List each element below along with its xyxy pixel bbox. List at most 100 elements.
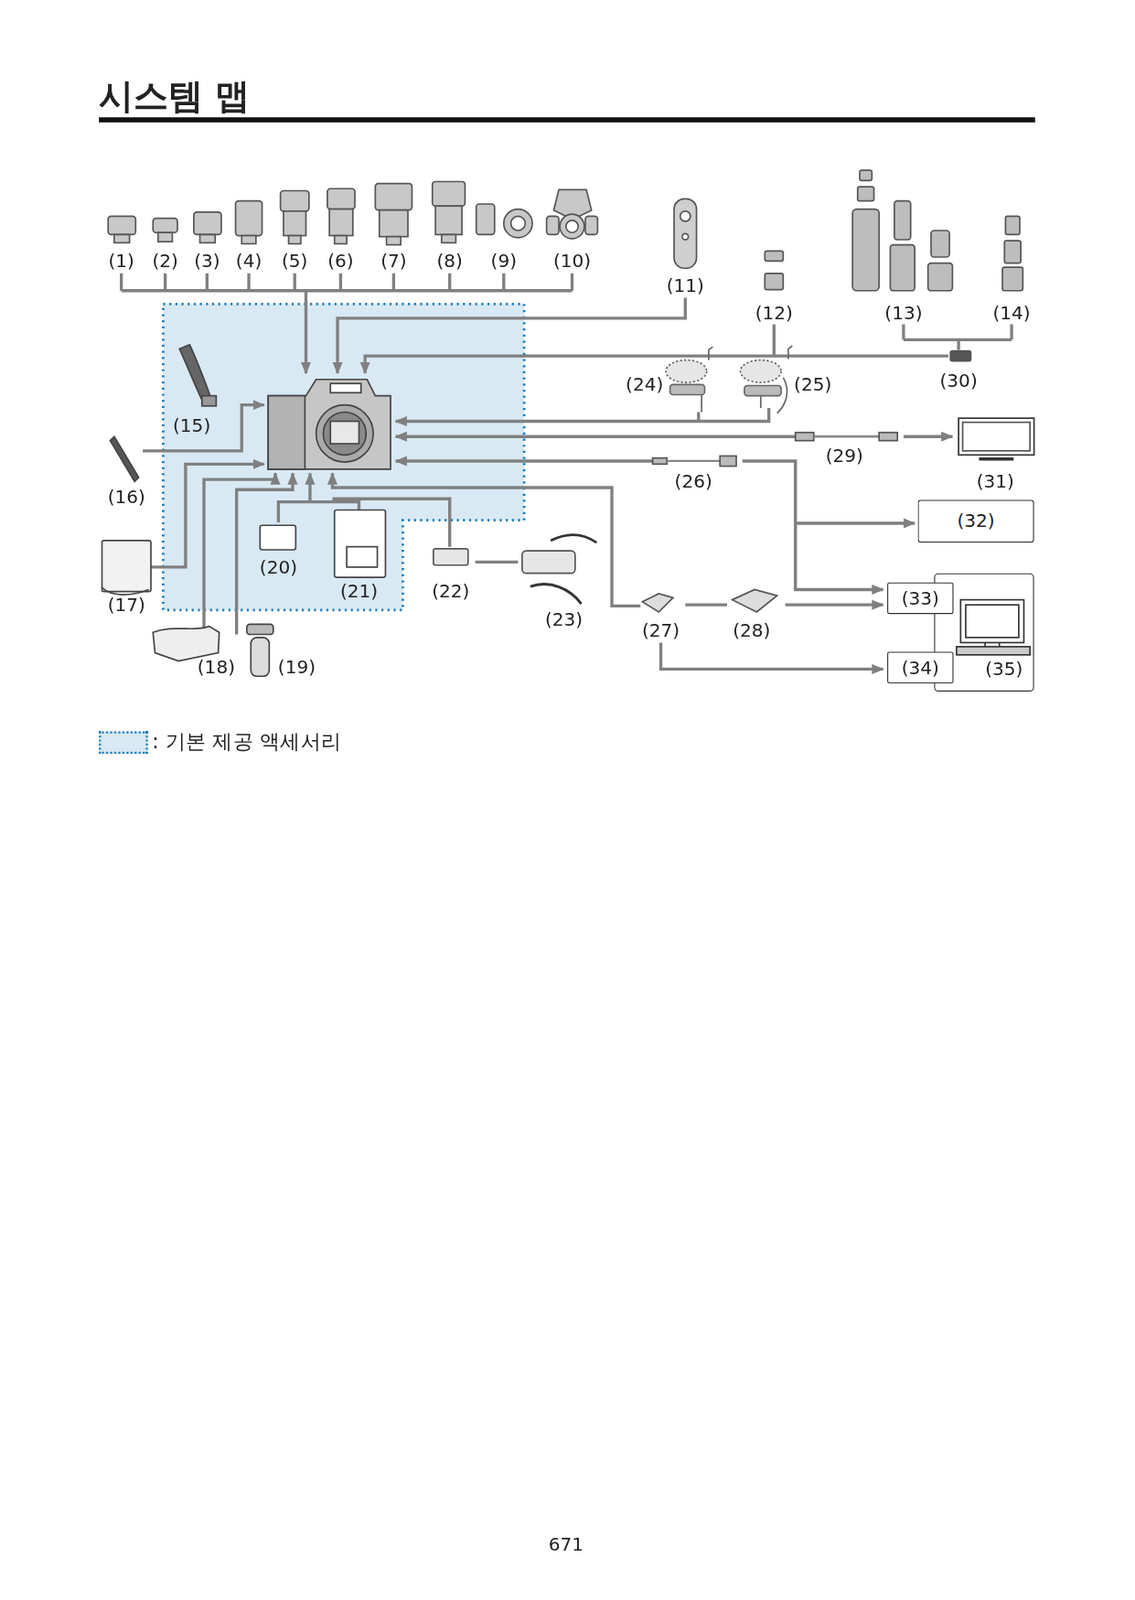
box-label: (33): [901, 588, 940, 608]
illustration-part: [852, 209, 879, 291]
illustration-part: [878, 432, 898, 441]
illustration-part: [316, 405, 374, 462]
illustration-part: [203, 472, 276, 634]
callout-number: (20): [259, 557, 298, 577]
illustration-part: [267, 396, 305, 470]
illustration-part: [435, 205, 462, 235]
illustration-part: [396, 459, 654, 462]
illustration-part: [102, 540, 152, 592]
callout-number: (8): [437, 251, 463, 270]
illustration-part: [241, 235, 257, 245]
illustration-part: [670, 384, 706, 395]
illustration-part: [685, 603, 728, 607]
callout-number: (3): [193, 251, 220, 270]
illustration-part: [889, 245, 915, 291]
illustration-part: [764, 273, 783, 290]
callout-number: (11): [666, 276, 705, 295]
illustration-part: [158, 232, 173, 242]
illustration-part: [857, 186, 875, 202]
illustration-part: [330, 420, 359, 444]
microphone-icons: [665, 345, 793, 414]
callout-number: (7): [380, 251, 407, 270]
illustration-part: [701, 346, 713, 412]
illustration-part: [235, 201, 263, 236]
illustration-part: [674, 198, 697, 268]
illustration-part: [559, 214, 585, 239]
illustration-part: [193, 212, 222, 236]
device-box: (34): [887, 651, 953, 684]
illustration-part: [742, 460, 884, 589]
supplied-region: [162, 303, 525, 611]
callout-number: (14): [992, 303, 1030, 322]
illustration-part: [894, 201, 911, 240]
callout-number: (17): [107, 595, 146, 614]
illustration-part: [744, 385, 782, 396]
illustration-part: [522, 550, 576, 574]
illustration-part: [283, 211, 307, 236]
illustration-part: [475, 560, 519, 564]
title-rule: [98, 117, 1036, 123]
callout-number: (10): [553, 251, 591, 270]
illustration-part: [931, 230, 950, 257]
illustration-part: [719, 455, 737, 466]
illustration-part: [653, 458, 668, 465]
illustration-part: [267, 379, 391, 470]
illustration-part: [304, 290, 308, 374]
callout-number: (16): [107, 487, 146, 506]
callout-number: (12): [755, 303, 793, 322]
illustration-part: [121, 273, 573, 291]
connection-lines: [121, 273, 1012, 670]
illustration-part: [396, 435, 796, 439]
illustration-part: [772, 324, 776, 357]
callout-number: (18): [197, 657, 236, 676]
optional-accessory-icons: [102, 436, 274, 676]
illustration-part: [374, 183, 412, 211]
illustration-part: [396, 407, 770, 421]
callout-number: (30): [940, 371, 978, 390]
illustration-part: [433, 548, 469, 566]
illustration-part: [346, 546, 377, 568]
callout-number: (23): [545, 610, 583, 629]
illustration-part: [680, 211, 691, 222]
camera-icon: [267, 379, 391, 470]
illustration-part: [503, 209, 533, 238]
legend-text: : 기본 제공 액세서리: [151, 728, 342, 756]
box-label: (34): [901, 658, 940, 677]
illustration-part: [1004, 240, 1021, 264]
callout-number: (5): [281, 251, 308, 270]
illustration-part: [337, 298, 686, 375]
callout-number: (26): [674, 471, 713, 491]
callout-number: (4): [235, 251, 262, 270]
illustration-part: [764, 250, 783, 261]
illustration-part: [331, 472, 641, 606]
illustration-part: [661, 642, 884, 669]
box-label: (35): [985, 659, 1023, 678]
illustration-part: [364, 355, 949, 374]
illustration-part: [329, 209, 354, 236]
illustration-part: [432, 181, 466, 206]
illustration-part: [553, 189, 591, 216]
illustration-part: [379, 210, 408, 237]
illustration-part: [960, 599, 1024, 643]
illustration-part: [785, 603, 884, 607]
computer-icon: [956, 599, 1030, 655]
illustration-part: [280, 191, 310, 212]
illustration-part: [666, 460, 720, 462]
illustration-part: [760, 345, 793, 414]
illustration-part: [179, 344, 210, 400]
illustration-part: [250, 637, 269, 676]
illustration-part: [327, 188, 355, 209]
supplied-accessory-icons: [179, 344, 386, 578]
callout-number: (28): [732, 621, 771, 640]
illustration-part: [441, 234, 457, 243]
callout-number: (24): [625, 374, 664, 394]
callout-number: (15): [172, 416, 211, 435]
illustration-part: [813, 435, 879, 439]
illustration-part: [978, 457, 1014, 461]
illustration-part: [950, 351, 971, 362]
illustration-part: [109, 436, 139, 482]
callout-number: (13): [884, 303, 922, 322]
callout-number: (22): [431, 582, 470, 601]
